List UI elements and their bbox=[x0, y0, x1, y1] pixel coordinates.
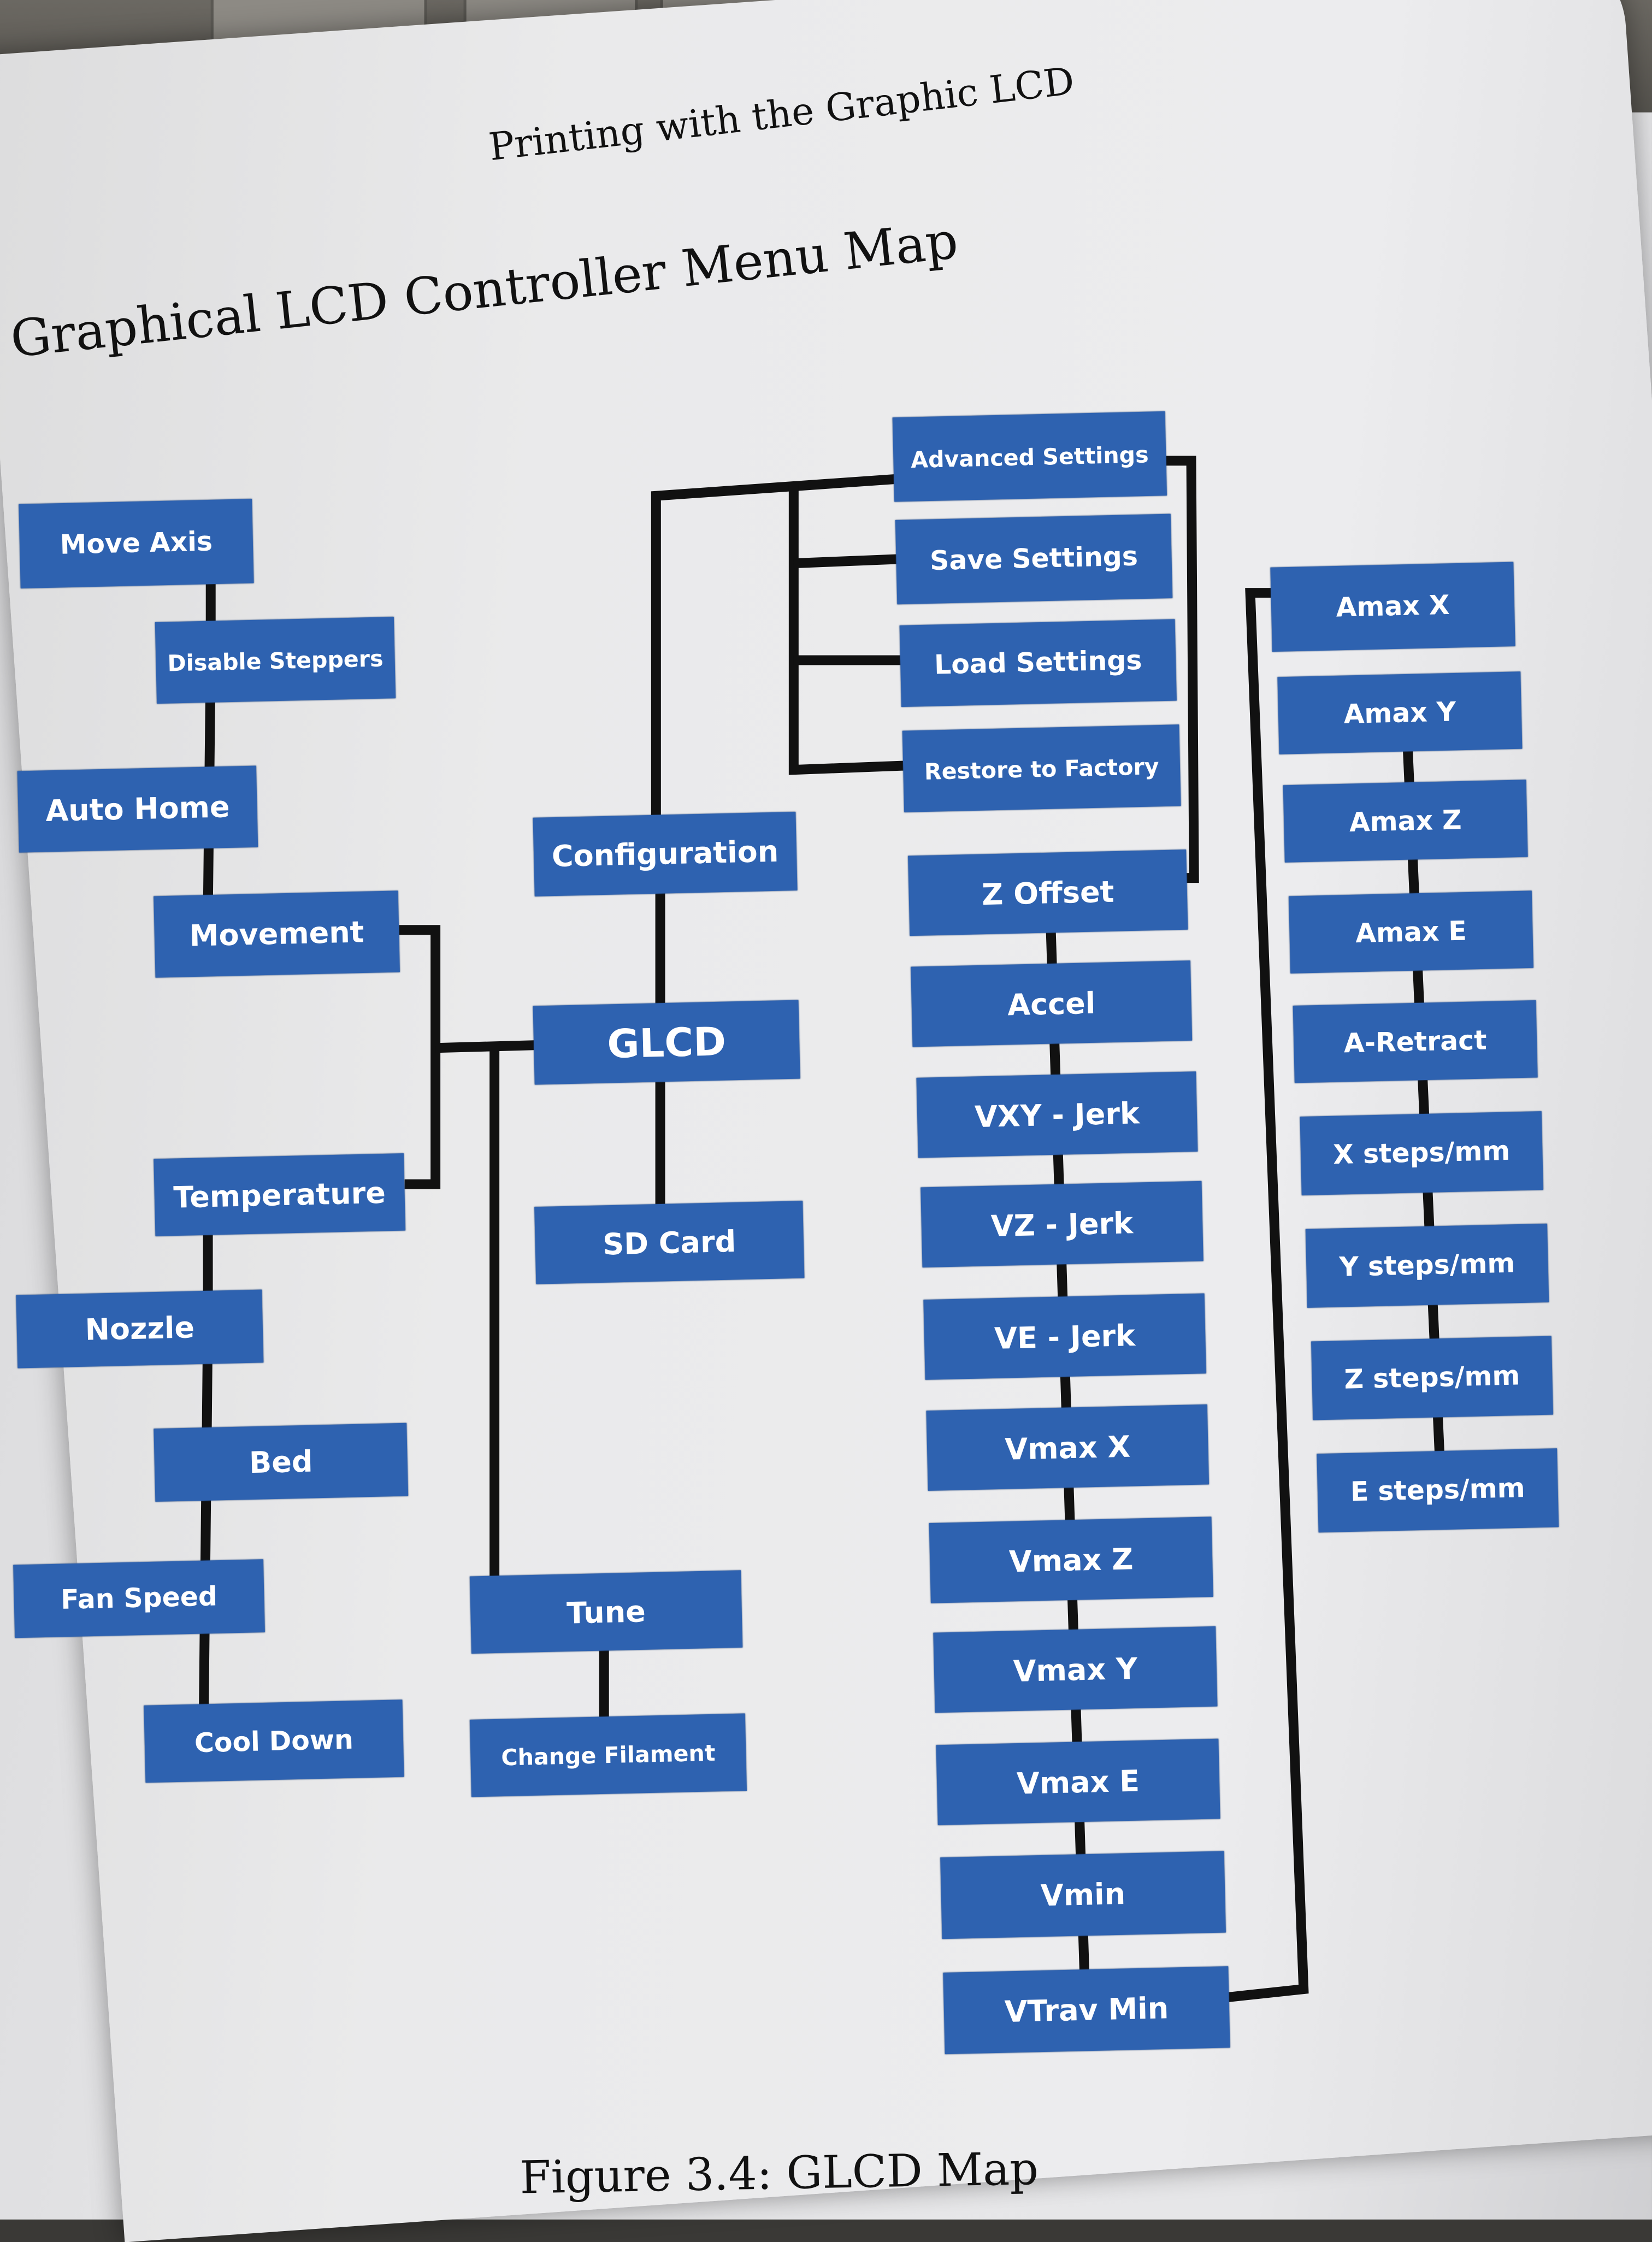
menu-box-tune: Tune bbox=[469, 1570, 743, 1654]
menu-box-glcd: GLCD bbox=[533, 1000, 800, 1085]
menu-box-change-filament: Change Filament bbox=[469, 1713, 747, 1797]
menu-box-amax-z: Amax Z bbox=[1283, 780, 1528, 863]
menu-box-movement: Movement bbox=[154, 890, 400, 978]
menu-box-configuration: Configuration bbox=[533, 811, 798, 896]
menu-box-temperature: Temperature bbox=[154, 1153, 406, 1236]
connector-configuration bbox=[651, 474, 897, 818]
menu-box-y-steps: Y steps/mm bbox=[1305, 1223, 1549, 1308]
connector-movement-chain bbox=[203, 547, 216, 913]
menu-box-vmax-x: Vmax X bbox=[926, 1404, 1210, 1491]
menu-box-vtrav-min: VTrav Min bbox=[943, 1966, 1230, 2055]
menu-box-advanced-settings: Advanced Settings bbox=[892, 411, 1167, 502]
connector-advanced bbox=[1163, 456, 1199, 883]
menu-box-a-retract: A-Retract bbox=[1293, 1000, 1538, 1083]
menu-box-vmin: Vmin bbox=[940, 1851, 1226, 1939]
menu-box-auto-home: Auto Home bbox=[17, 765, 258, 853]
menu-box-bed: Bed bbox=[154, 1423, 409, 1502]
menu-box-nozzle: Nozzle bbox=[16, 1289, 264, 1368]
menu-box-amax-e: Amax E bbox=[1288, 890, 1533, 974]
menu-box-save-settings: Save Settings bbox=[895, 514, 1173, 605]
menu-box-vmax-z: Vmax Z bbox=[929, 1517, 1213, 1603]
menu-box-disable-steppers: Disable Steppers bbox=[155, 617, 396, 704]
menu-box-z-offset: Z Offset bbox=[908, 849, 1188, 936]
figure-caption: Figure 3.4: GLCD Map bbox=[519, 2141, 1039, 2205]
menu-box-z-steps: Z steps/mm bbox=[1311, 1336, 1553, 1420]
menu-box-sd-card: SD Card bbox=[534, 1201, 805, 1284]
menu-box-vz-jerk: VZ - Jerk bbox=[921, 1181, 1203, 1268]
menu-box-cool-down: Cool Down bbox=[144, 1700, 404, 1783]
menu-box-load-settings: Load Settings bbox=[899, 619, 1177, 707]
connector-movement-glcd bbox=[399, 925, 441, 1189]
menu-box-ve-jerk: VE - Jerk bbox=[923, 1293, 1206, 1380]
menu-box-vmax-e: Vmax E bbox=[936, 1738, 1220, 1825]
menu-box-amax-y: Amax Y bbox=[1277, 671, 1523, 754]
menu-box-e-steps: E steps/mm bbox=[1317, 1448, 1559, 1533]
menu-box-vxy-jerk: VXY - Jerk bbox=[916, 1071, 1198, 1158]
menu-box-x-steps: X steps/mm bbox=[1300, 1111, 1543, 1196]
menu-box-restore-to-factory: Restore to Factory bbox=[902, 724, 1181, 812]
menu-box-move-axis: Move Axis bbox=[19, 499, 254, 589]
connector-glcd-left bbox=[435, 1040, 537, 1053]
connector-save bbox=[793, 554, 900, 569]
connector-config-branch bbox=[788, 485, 906, 775]
menu-box-vmax-y: Vmax Y bbox=[933, 1626, 1218, 1713]
connector-vtrav-amax bbox=[1224, 588, 1309, 2003]
menu-box-amax-x: Amax X bbox=[1270, 562, 1515, 652]
menu-box-fan-speed: Fan Speed bbox=[13, 1559, 265, 1638]
menu-box-accel: Accel bbox=[911, 960, 1193, 1047]
